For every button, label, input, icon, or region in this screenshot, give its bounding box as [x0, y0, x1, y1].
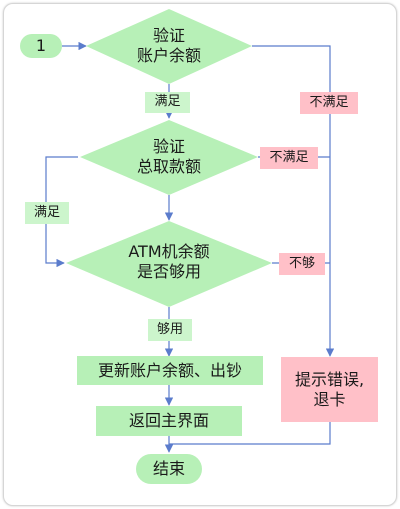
- decision-atm-balance-line1: ATM机余额: [128, 242, 210, 261]
- decision-account-balance-line1: 验证: [152, 26, 185, 45]
- decision-atm-balance-label: ATM机余额 是否够用: [100, 240, 238, 284]
- process-return-main-label: 返回主界面: [128, 411, 209, 430]
- start-node: [20, 34, 62, 58]
- decision-account-balance-label: 验证 账户余额: [110, 24, 228, 68]
- decision-atm-balance: [66, 221, 272, 307]
- process-error-line1: 提示错误,: [294, 369, 365, 389]
- decision-atm-balance-line2: 是否够用: [136, 262, 201, 281]
- edge-label-balance-no: 不满足: [300, 92, 358, 114]
- connector-balance-no: [252, 45, 335, 357]
- process-error-label: 提示错误, 退卡: [281, 357, 378, 422]
- process-update-balance-label: 更新账户余额、出钞: [97, 360, 242, 380]
- decision-total-withdrawal-line2: 总取款额: [136, 157, 201, 176]
- end-node: [136, 454, 202, 484]
- edge-label-atm-no: 不够: [279, 253, 325, 275]
- process-error-line2: 退卡: [313, 389, 346, 409]
- decision-account-balance-line2: 账户余额: [136, 46, 201, 65]
- start-node-label: 1: [35, 36, 47, 55]
- decision-total-withdrawal-line1: 验证: [152, 137, 185, 156]
- decision-account-balance: [86, 9, 252, 84]
- edge-label-total-yes: 满足: [25, 202, 69, 224]
- edge-label-atm-yes: 够用: [148, 319, 192, 341]
- edge-label-total-no: 不满足: [260, 147, 318, 169]
- edge-label-balance-yes: 满足: [145, 92, 190, 113]
- process-return-main: [96, 406, 242, 436]
- process-update-balance: [77, 356, 263, 385]
- end-node-label: 结束: [152, 459, 185, 478]
- decision-total-withdrawal-label: 验证 总取款额: [110, 135, 228, 179]
- process-error: [281, 357, 378, 422]
- connector-error-to-end: [169, 420, 331, 445]
- decision-total-withdrawal: [80, 120, 258, 195]
